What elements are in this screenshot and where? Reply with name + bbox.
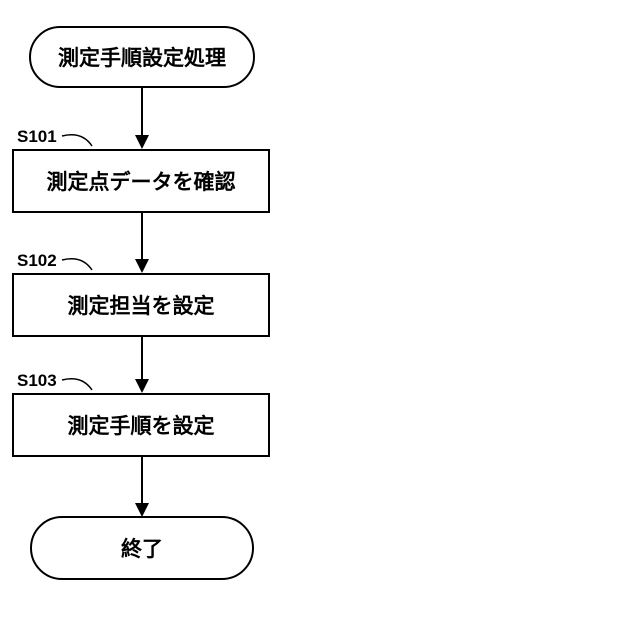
step-leader-s102: [62, 259, 92, 270]
step-id-s102: S102: [17, 251, 57, 270]
end-terminator: 終了: [31, 517, 253, 579]
arrowhead-s101: [135, 135, 149, 149]
arrowhead-s103: [135, 379, 149, 393]
process-label-s101: 測定点データを確認: [47, 170, 236, 194]
start-terminator-label: 測定手順設定処理: [58, 46, 226, 70]
step-leader-s101: [62, 135, 92, 146]
step-id-s101: S101: [17, 127, 57, 146]
process-label-s103: 測定手順を設定: [68, 414, 215, 438]
arrowhead-s102: [135, 259, 149, 273]
start-terminator: 測定手順設定処理: [30, 27, 254, 87]
process-label-s102: 測定担当を設定: [68, 294, 215, 318]
end-terminator-label: 終了: [121, 537, 163, 561]
arrowhead-end: [135, 503, 149, 517]
step-leader-s103: [62, 379, 92, 390]
step-id-s103: S103: [17, 371, 57, 390]
